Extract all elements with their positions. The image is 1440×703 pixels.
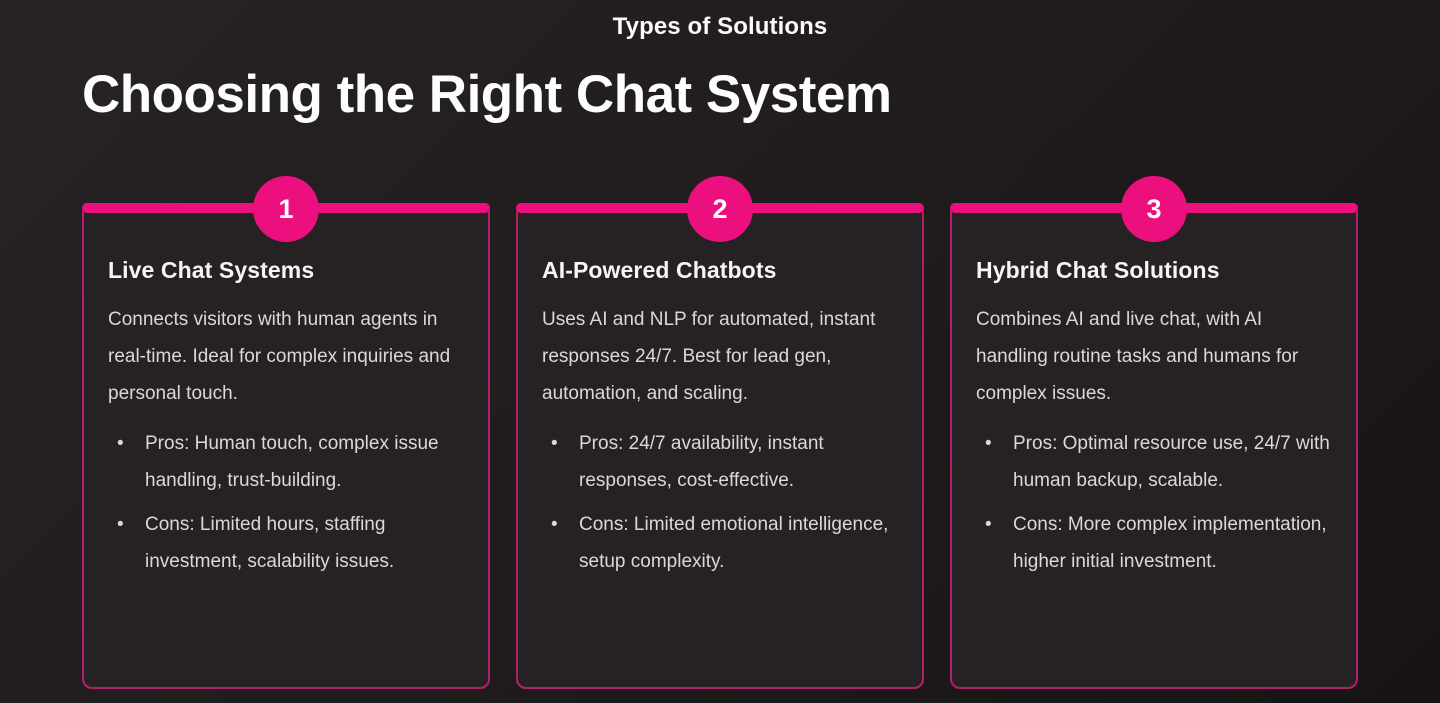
card-title: Live Chat Systems [108,257,315,283]
card-description: Connects visitors with human agents in r… [108,309,451,404]
step-number-badge: 1 [253,176,319,242]
bullet-pros: • Pros: 24/7 availability, instant respon… [551,425,898,499]
card-content: Live Chat Systems Connects visitors with… [84,205,488,580]
card-content: Hybrid Chat Solutions Combines AI and li… [952,205,1356,580]
bullet-cons: • Cons: More complex implementation, high… [985,506,1332,580]
card-title: AI-Powered Chatbots [542,257,777,283]
step-number-badge: 2 [687,176,753,242]
cards-row: 1 Live Chat Systems Connects visitors wi… [82,176,1358,689]
bullet-dot-icon: • [985,514,992,535]
card-title: Hybrid Chat Solutions [976,257,1220,283]
bullet-text: Cons: Limited hours, staffing investment… [145,514,395,572]
bullet-dot-icon: • [117,433,124,454]
bullet-cons: • Cons: Limited emotional intelligence, s… [551,506,898,580]
bullet-dot-icon: • [551,514,558,535]
bullet-dot-icon: • [117,514,124,535]
step-number-badge: 3 [1121,176,1187,242]
bullet-dot-icon: • [985,433,992,454]
bullet-text: Pros: Human touch, complex issue handlin… [145,433,439,491]
bullet-cons: • Cons: Limited hours, staffing investmen… [117,506,464,580]
card-hybrid-chat-solutions: 3 Hybrid Chat Solutions Combines AI and … [950,176,1358,689]
card-description: Uses AI and NLP for automated, instant r… [542,309,876,404]
card-content: AI-Powered Chatbots Uses AI and NLP for … [518,205,922,580]
card-live-chat-systems: 1 Live Chat Systems Connects visitors wi… [82,176,490,689]
bullet-dot-icon: • [551,433,558,454]
card-description: Combines AI and live chat, with AI handl… [976,309,1299,404]
card-ai-powered-chatbots: 2 AI-Powered Chatbots Uses AI and NLP fo… [516,176,924,689]
bullet-text: Cons: Limited emotional intelligence, se… [579,514,889,572]
bullet-text: Pros: Optimal resource use, 24/7 with hu… [1013,433,1330,491]
bullet-pros: • Pros: Optimal resource use, 24/7 with h… [985,425,1332,499]
bullet-text: Cons: More complex implementation, highe… [1013,514,1327,572]
bullet-text: Pros: 24/7 availability, instant respons… [579,433,824,491]
card-bullet-list: • Pros: Human touch, complex issue handli… [108,425,464,580]
card-bullet-list: • Pros: 24/7 availability, instant respon… [542,425,898,580]
slide-title: Choosing the Right Chat System [82,65,892,124]
slide-eyebrow: Types of Solutions [612,13,828,40]
card-bullet-list: • Pros: Optimal resource use, 24/7 with h… [976,425,1332,580]
bullet-pros: • Pros: Human touch, complex issue handli… [117,425,464,499]
